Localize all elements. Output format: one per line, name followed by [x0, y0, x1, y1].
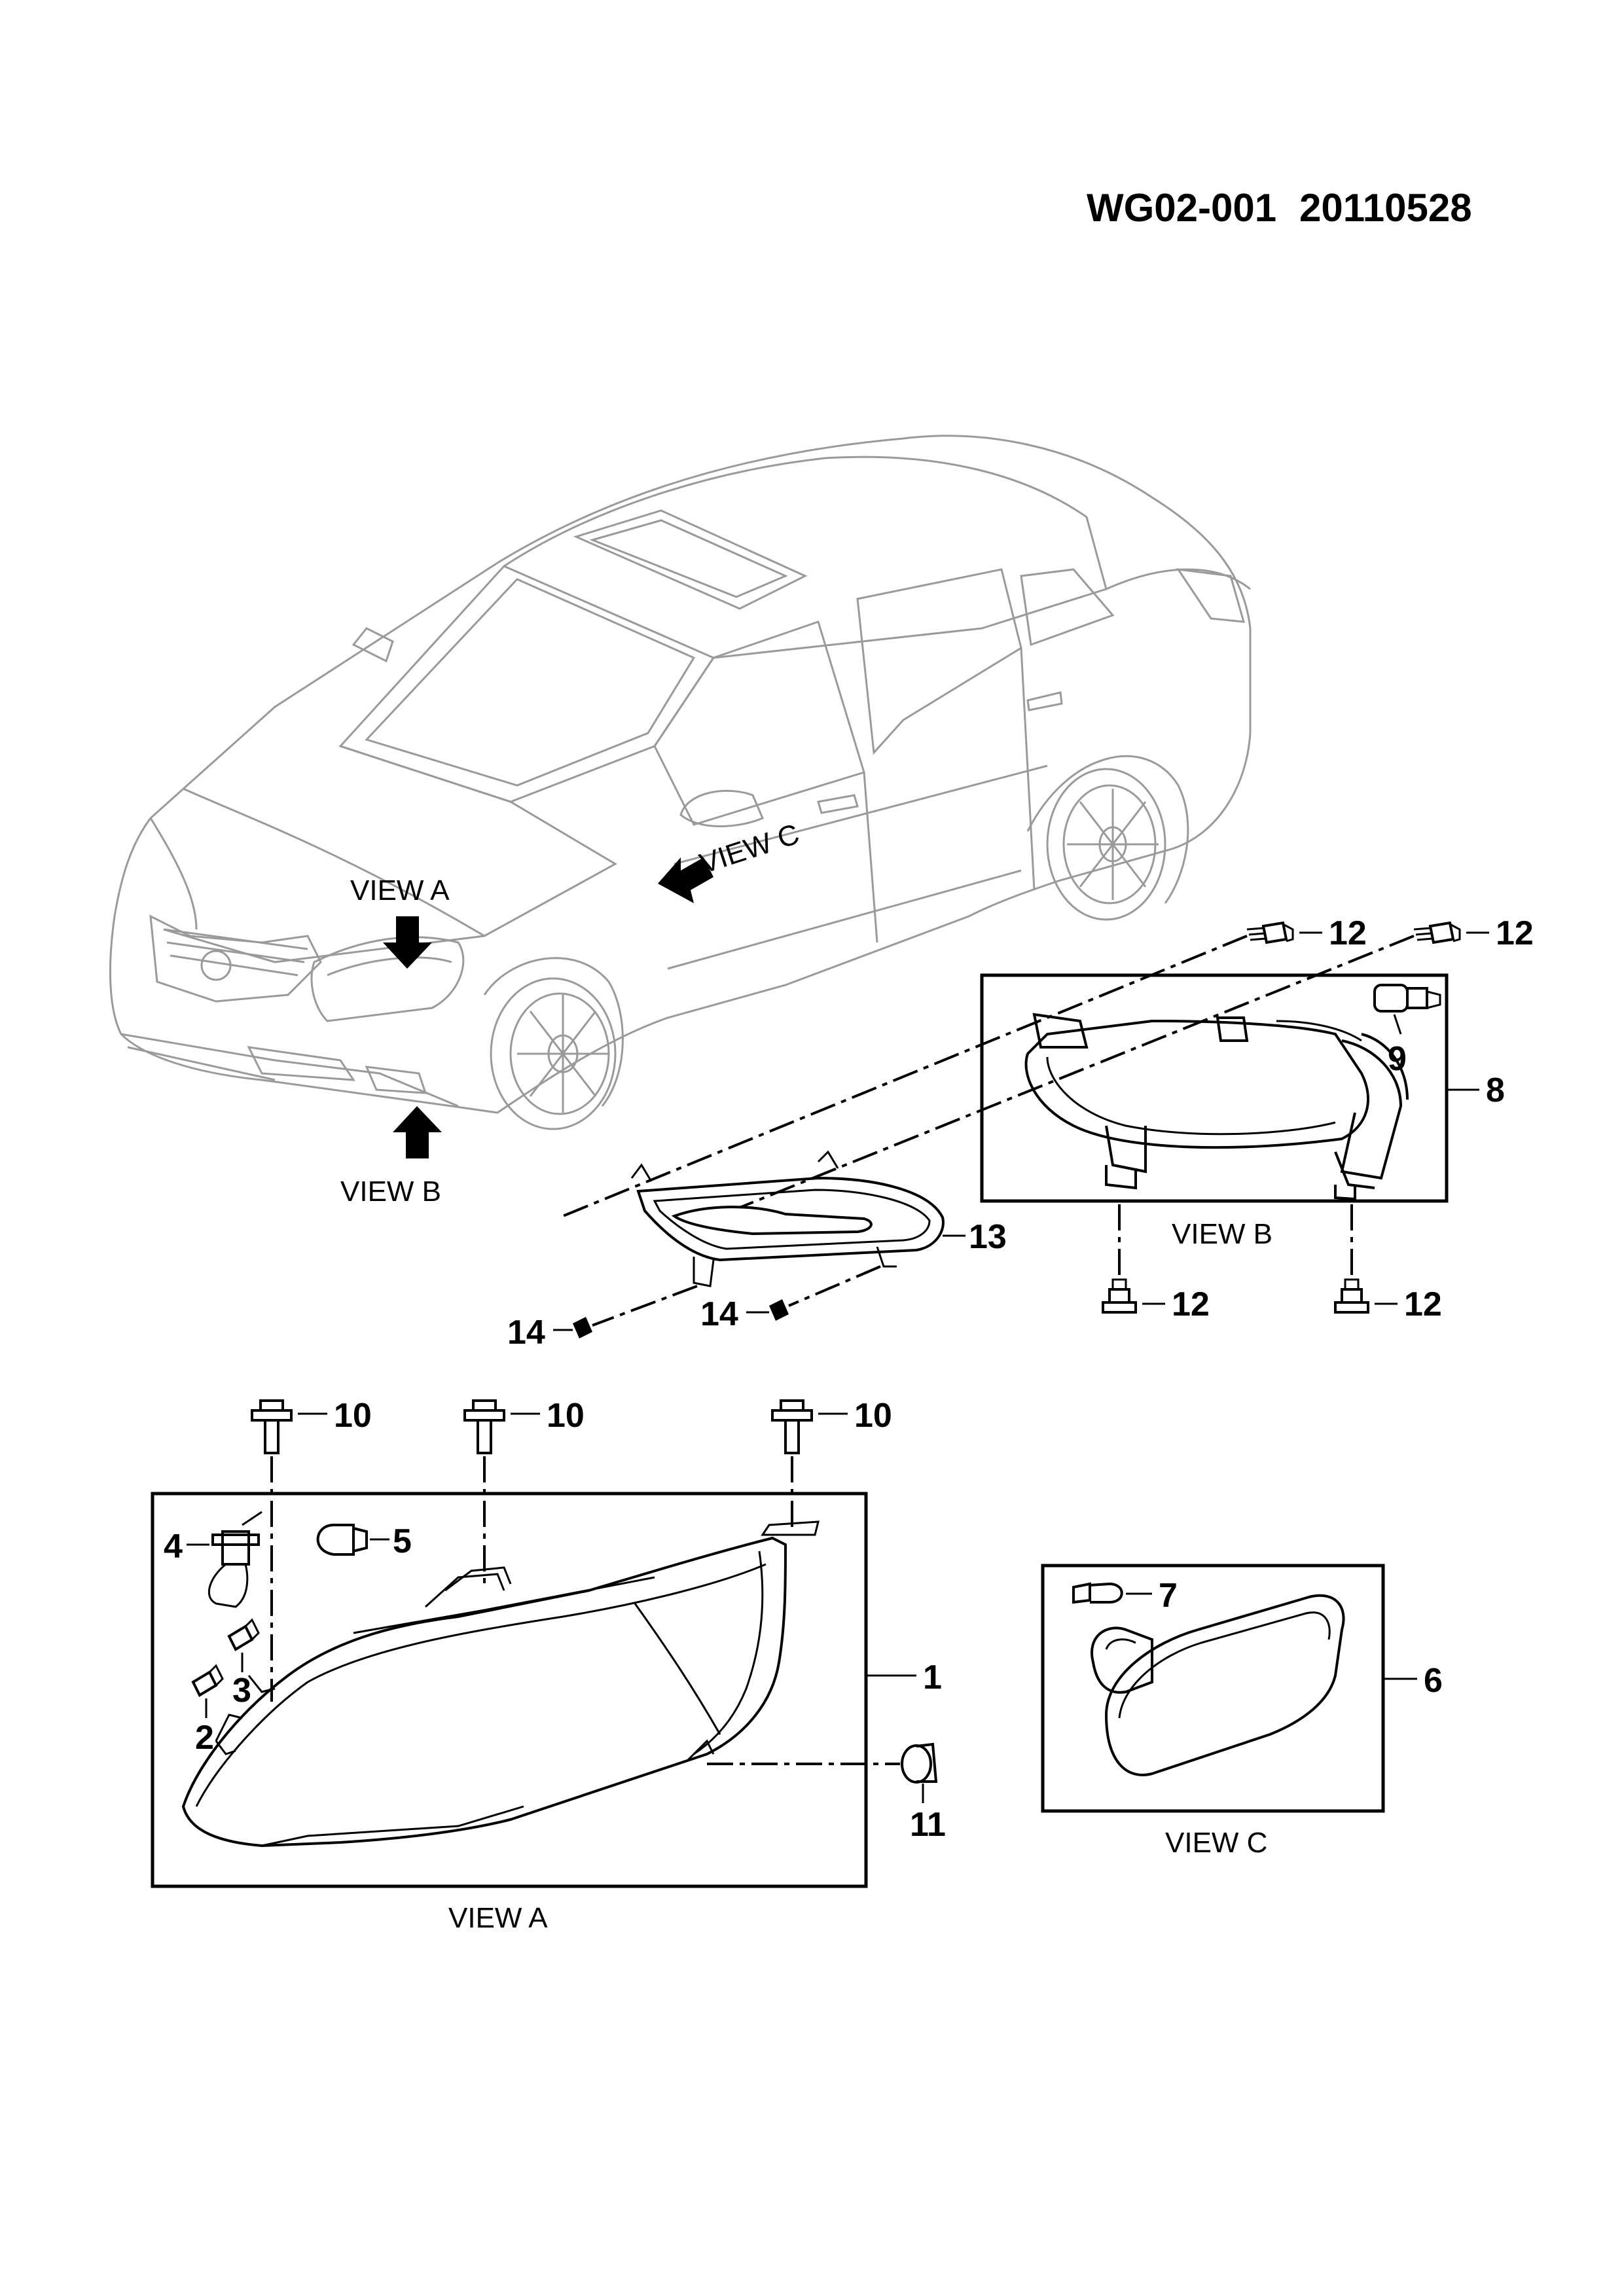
- callout-4: 4: [164, 1528, 183, 1566]
- bolt-10-right-icon: [771, 1399, 813, 1454]
- callout-11: 11: [910, 1806, 946, 1844]
- diagram-code: WG02-001: [1087, 186, 1276, 230]
- callout-8: 8: [1486, 1071, 1505, 1109]
- view-c-arrow-icon: [658, 857, 713, 903]
- view-b-arrow-icon: [393, 1106, 442, 1158]
- callout-13: 13: [969, 1218, 1007, 1256]
- bolt-10-middle-icon: [463, 1399, 505, 1454]
- screw-12-bottom-right-icon: [1334, 1278, 1369, 1314]
- grommet-11-icon: [901, 1742, 938, 1784]
- view-b-box: [980, 973, 1449, 1203]
- view-c-caption: VIEW C: [1165, 1827, 1267, 1859]
- bolt-10-left-icon: [251, 1399, 293, 1454]
- view-a-caption: VIEW A: [448, 1902, 548, 1934]
- callout-14-a: 14: [507, 1314, 545, 1352]
- callout-1: 1: [923, 1659, 942, 1696]
- callout-5: 5: [393, 1522, 412, 1560]
- callout-10-a: 10: [334, 1397, 372, 1435]
- callout-12-c: 12: [1172, 1285, 1210, 1323]
- side-marker-lamp: [1091, 1594, 1345, 1776]
- car-illustration: [109, 435, 1252, 1130]
- bulb-5-icon: [316, 1524, 368, 1556]
- clip-14-left-icon: [573, 1317, 592, 1338]
- fog-bulb-icon: [1373, 984, 1441, 1013]
- callout-10-c: 10: [854, 1397, 892, 1435]
- view-a-arrow-icon: [383, 916, 432, 969]
- diagram-date: 20110528: [1299, 186, 1472, 230]
- screw-12-top-left-icon: [1246, 921, 1294, 944]
- view-c-label-car: VIEW C: [696, 818, 803, 880]
- view-a-label-car: VIEW A: [350, 874, 450, 906]
- headlamp-bulb-icon: [208, 1511, 262, 1608]
- callout-3: 3: [232, 1672, 251, 1710]
- callout-2: 2: [195, 1719, 214, 1757]
- view-arrows: [383, 857, 713, 1158]
- callout-12-d: 12: [1404, 1285, 1442, 1323]
- screw-12-top-right-icon: [1413, 921, 1461, 944]
- callout-12-a: 12: [1329, 914, 1367, 952]
- view-b-caption: VIEW B: [1172, 1218, 1272, 1250]
- bulb-3-icon: [227, 1618, 260, 1651]
- callout-10-b: 10: [547, 1397, 585, 1435]
- callout-7: 7: [1159, 1577, 1178, 1615]
- screw-12-bottom-left-icon: [1102, 1278, 1137, 1314]
- view-b-label-car: VIEW B: [340, 1175, 441, 1208]
- side-marker-bulb-icon: [1072, 1582, 1123, 1604]
- bulb-2-icon: [191, 1664, 224, 1697]
- callout-9: 9: [1388, 1040, 1407, 1078]
- fog-lamp-assembly: [1024, 1013, 1409, 1201]
- fog-lamp-bezel: [630, 1150, 945, 1287]
- callout-12-b: 12: [1496, 914, 1534, 952]
- clip-14-right-icon: [769, 1299, 789, 1321]
- view-a-box: [151, 1492, 868, 1888]
- callout-6: 6: [1424, 1662, 1443, 1700]
- callout-14-b: 14: [700, 1295, 738, 1333]
- headlamp-assembly: [181, 1520, 820, 1848]
- view-c-box: [1041, 1564, 1385, 1813]
